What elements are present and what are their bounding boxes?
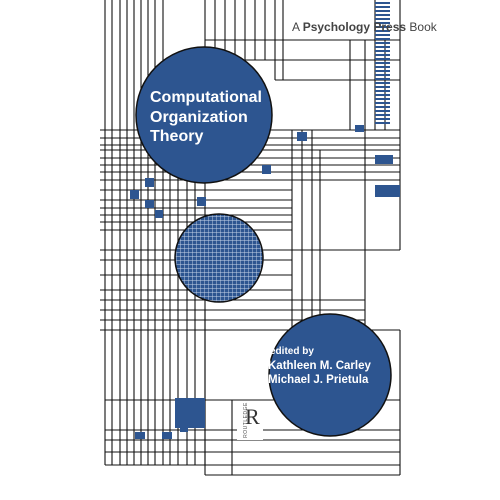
edited-by-label: edited by [270, 346, 314, 357]
accent-squares [130, 125, 364, 439]
title-circle [135, 46, 273, 184]
publisher-brand: Psychology Press [302, 20, 407, 34]
publisher-prefix: A [292, 20, 300, 34]
editors-circle [268, 313, 392, 437]
routledge-logo-letter: R [245, 404, 260, 429]
title-line-1: Computational [150, 89, 262, 106]
right-edge-ticks [375, 2, 400, 197]
publisher-suffix: Book [409, 20, 437, 34]
publisher-line: A Psychology Press Book [292, 20, 437, 34]
book-title: Computational Organization Theory [150, 88, 270, 147]
editors-block: edited by Kathleen M. Carley Michael J. … [268, 345, 418, 387]
title-line-3: Theory [150, 128, 204, 145]
editor-name-1: Kathleen M. Carley [268, 360, 371, 372]
grid-circle [174, 213, 264, 303]
routledge-logo: ROUTLEDGE R [237, 402, 263, 440]
title-line-2: Organization [150, 108, 248, 126]
editor-name-2: Michael J. Prietula [268, 374, 369, 386]
